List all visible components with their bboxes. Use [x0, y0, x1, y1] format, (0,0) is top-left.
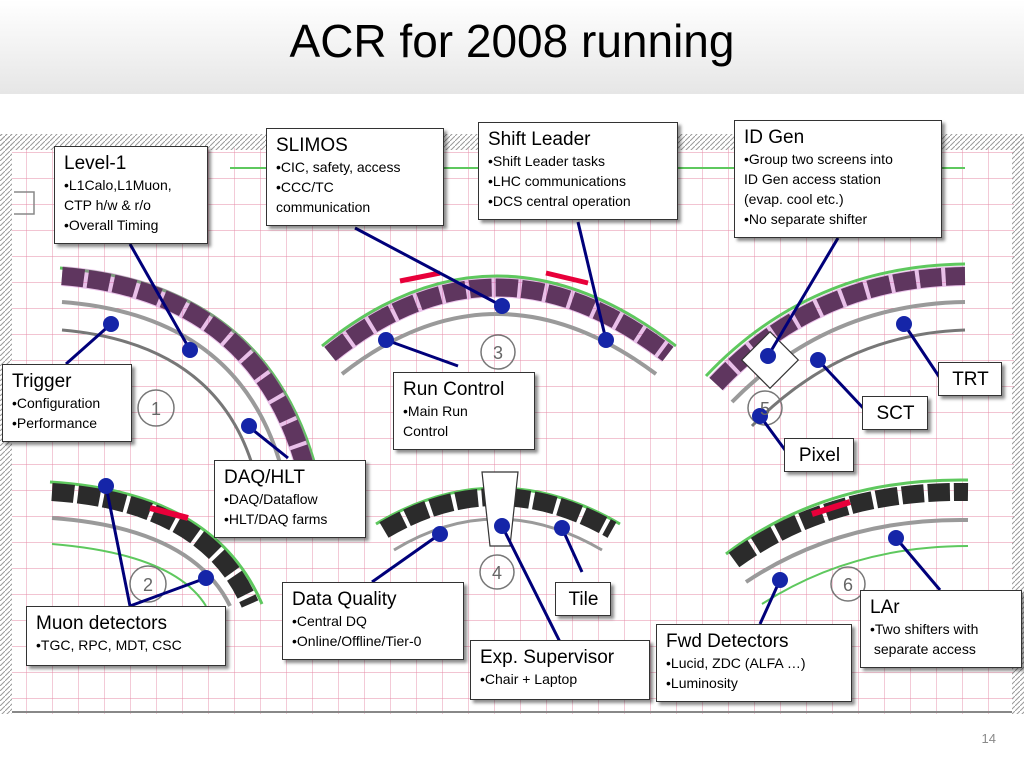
callout-line: •TGC, RPC, MDT, CSC	[36, 637, 182, 653]
callout-trigger: Trigger •Configuration •Performance	[2, 364, 132, 442]
callout-heading: Shift Leader	[488, 129, 591, 150]
callout-line: •HLT/DAQ farms	[224, 511, 328, 527]
callout-line: •DAQ/Dataflow	[224, 491, 318, 507]
callout-line: •Central DQ	[292, 613, 367, 629]
room-circle-1	[137, 389, 175, 427]
callout-line: •Main Run	[403, 403, 468, 419]
callout-heading: Pixel	[798, 445, 841, 466]
callout-tile: Tile	[555, 582, 611, 616]
callout-data-quality: Data Quality •Central DQ •Online/Offline/…	[282, 582, 464, 660]
room-circle-3	[480, 334, 516, 370]
room-circle-6	[830, 566, 866, 602]
callout-line: •LHC communications	[488, 173, 626, 189]
console-6-front	[725, 478, 969, 556]
room-label-6: 6	[843, 575, 853, 595]
slide-title: ACR for 2008 running	[289, 15, 735, 67]
title-bar: ACR for 2008 running	[0, 0, 1024, 94]
callout-line: •Configuration	[12, 395, 101, 411]
callout-line: •Chair + Laptop	[480, 671, 578, 687]
callout-line: •Two shifters with	[870, 621, 979, 637]
callout-muon: Muon detectors •TGC, RPC, MDT, CSC	[26, 606, 226, 666]
callout-sct: SCT	[862, 396, 928, 430]
callout-heading: ID Gen	[744, 127, 805, 148]
console-1-screens	[61, 267, 317, 481]
console-1-desk	[61, 300, 286, 479]
room-label-1: 1	[151, 399, 161, 419]
callout-heading: Muon detectors	[36, 613, 167, 634]
callout-line: •Performance	[12, 415, 98, 431]
callout-line: •L1Calo,L1Muon,	[64, 177, 172, 193]
right-wall	[1012, 134, 1024, 714]
callout-heading: SLIMOS	[276, 135, 348, 156]
console-5-front	[704, 262, 966, 378]
door	[14, 191, 35, 215]
callout-slimos: SLIMOS •CIC, safety, access •CCC/TC commun…	[266, 128, 444, 226]
callout-line: •Overall Timing	[64, 217, 159, 233]
callout-line: •Shift Leader tasks	[488, 153, 605, 169]
callout-heading: Tile	[568, 589, 599, 610]
console-2-screens	[51, 483, 259, 608]
room-label-4: 4	[492, 563, 502, 583]
callout-heading: Fwd Detectors	[666, 631, 789, 652]
room-label-5: 5	[760, 399, 770, 419]
callout-line: •DCS central operation	[488, 193, 631, 209]
callout-lar: LAr •Two shifters with separate access	[860, 590, 1022, 668]
callout-line: (evap. cool etc.)	[744, 191, 844, 207]
callout-id-gen: ID Gen •Group two screens into ID Gen acc…	[734, 120, 942, 238]
page-number: 14	[981, 731, 996, 746]
callout-line: •CCC/TC	[276, 179, 334, 195]
callout-heading: SCT	[876, 403, 915, 424]
callout-heading: DAQ/HLT	[224, 467, 305, 488]
callout-line: •No separate shifter	[744, 211, 868, 227]
room-label-3: 3	[493, 343, 503, 363]
callout-heading: Level-1	[64, 153, 127, 174]
callout-line: •Lucid, ZDC (ALFA …)	[666, 655, 806, 671]
room-circle-2	[129, 565, 167, 603]
callout-fwd-detectors: Fwd Detectors •Lucid, ZDC (ALFA …) •Lumin…	[656, 624, 852, 702]
callout-heading: Exp. Supervisor	[480, 647, 615, 668]
callout-heading: TRT	[952, 369, 989, 390]
callout-line: separate access	[870, 641, 976, 657]
room-label-2: 2	[143, 575, 153, 595]
callout-line: ID Gen access station	[744, 171, 881, 187]
callout-line: Control	[403, 423, 449, 439]
console-3-screens	[324, 278, 674, 362]
console-5-desk	[730, 300, 966, 404]
callout-line: CTP h/w & r/o	[64, 197, 151, 213]
callout-heading: LAr	[870, 597, 900, 618]
callout-heading: Trigger	[12, 371, 72, 392]
console-6-desk	[744, 517, 969, 584]
callout-heading: Data Quality	[292, 589, 397, 610]
console-5-screens	[709, 267, 966, 391]
callout-daq-hlt: DAQ/HLT •DAQ/Dataflow •HLT/DAQ farms	[214, 460, 366, 538]
leader-lines	[65, 221, 942, 643]
room-circle-4	[479, 554, 515, 590]
callout-line: communication	[276, 199, 371, 215]
callout-line: •Luminosity	[666, 675, 738, 691]
callout-trt: TRT	[938, 362, 1002, 396]
station-markers	[98, 298, 912, 588]
callout-level1: Level-1 •L1Calo,L1Muon, CTP h/w & r/o •Ove…	[54, 146, 208, 244]
callout-line: •CIC, safety, access	[276, 159, 401, 175]
console-2-desk	[51, 516, 232, 607]
callout-exp-supervisor: Exp. Supervisor •Chair + Laptop	[470, 640, 650, 700]
callout-line: •Online/Offline/Tier-0	[292, 633, 422, 649]
callout-pixel: Pixel	[784, 438, 854, 472]
callout-line: •Group two screens into	[744, 151, 893, 167]
console-3-front	[321, 274, 677, 348]
callout-heading: Run Control	[403, 379, 505, 400]
callout-shift-leader: Shift Leader •Shift Leader tasks •LHC com…	[478, 122, 678, 220]
